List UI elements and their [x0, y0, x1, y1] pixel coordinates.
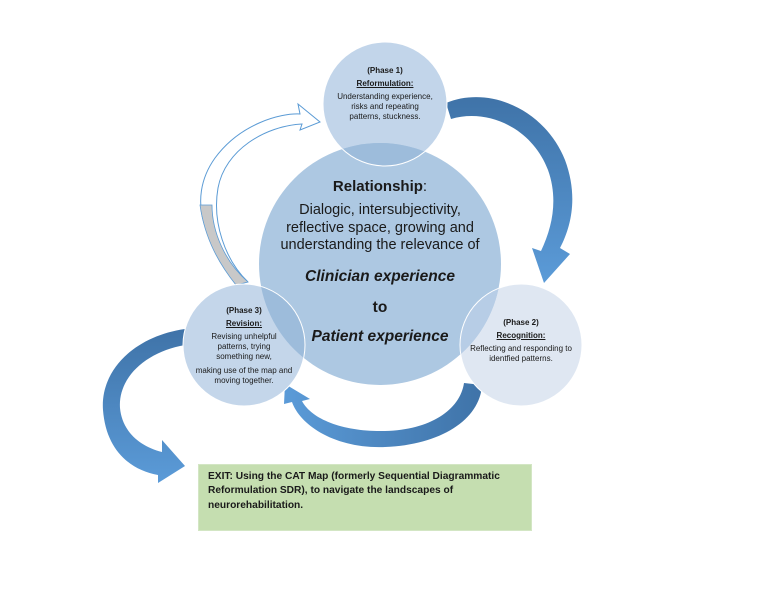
phase2-text: (Phase 2) Recognition: Reflecting and re…	[466, 318, 576, 364]
center-text: Relationship: Dialogic, intersubjectivit…	[280, 178, 479, 347]
phase3-description-2: making use of the map and moving togethe…	[195, 366, 293, 386]
arrow-phase1-to-phase2	[446, 97, 573, 283]
center-title-text: Relationship	[332, 178, 423, 195]
clinician-experience: Clinician experience	[305, 268, 455, 286]
overlap-phase1	[322, 143, 448, 167]
phase2-description: Reflecting and responding to identfied p…	[470, 343, 572, 363]
to-label: to	[372, 299, 388, 317]
arrow-phase2-to-phase3	[284, 383, 482, 448]
patient-experience: Patient experience	[311, 328, 449, 346]
phase3-name: Revision:	[225, 318, 262, 328]
center-circle	[259, 143, 501, 385]
exit-text: EXIT: Using the CAT Map (formerly Sequen…	[208, 471, 500, 511]
arrow-phase3-to-phase1-shade	[199, 204, 249, 286]
phase1-label: (Phase 1)	[367, 66, 403, 75]
exit-box: EXIT: Using the CAT Map (formerly Sequen…	[198, 464, 532, 531]
arrow-phase3-to-exit	[102, 329, 185, 483]
phase1-text: (Phase 1) Reformulation: Understanding e…	[330, 66, 440, 122]
phase2-name: Recognition:	[496, 330, 546, 340]
phase3-label: (Phase 3)	[226, 306, 262, 315]
center-title-colon: :	[422, 178, 428, 195]
center-body: Dialogic, intersubjectivity, reflective …	[280, 202, 480, 254]
arrow-phase3-to-phase1	[200, 102, 321, 283]
phase3-text: (Phase 3) Revision: Revising unhelpful p…	[186, 306, 302, 387]
phase2-label: (Phase 2)	[503, 318, 539, 327]
center-title: Relationship:	[285, 178, 475, 196]
phase1-description: Understanding experience, risks and repe…	[337, 91, 433, 121]
phase3-description: Revising unhelpful patterns, trying some…	[211, 331, 277, 361]
phase1-name: Reformulation:	[356, 78, 414, 88]
